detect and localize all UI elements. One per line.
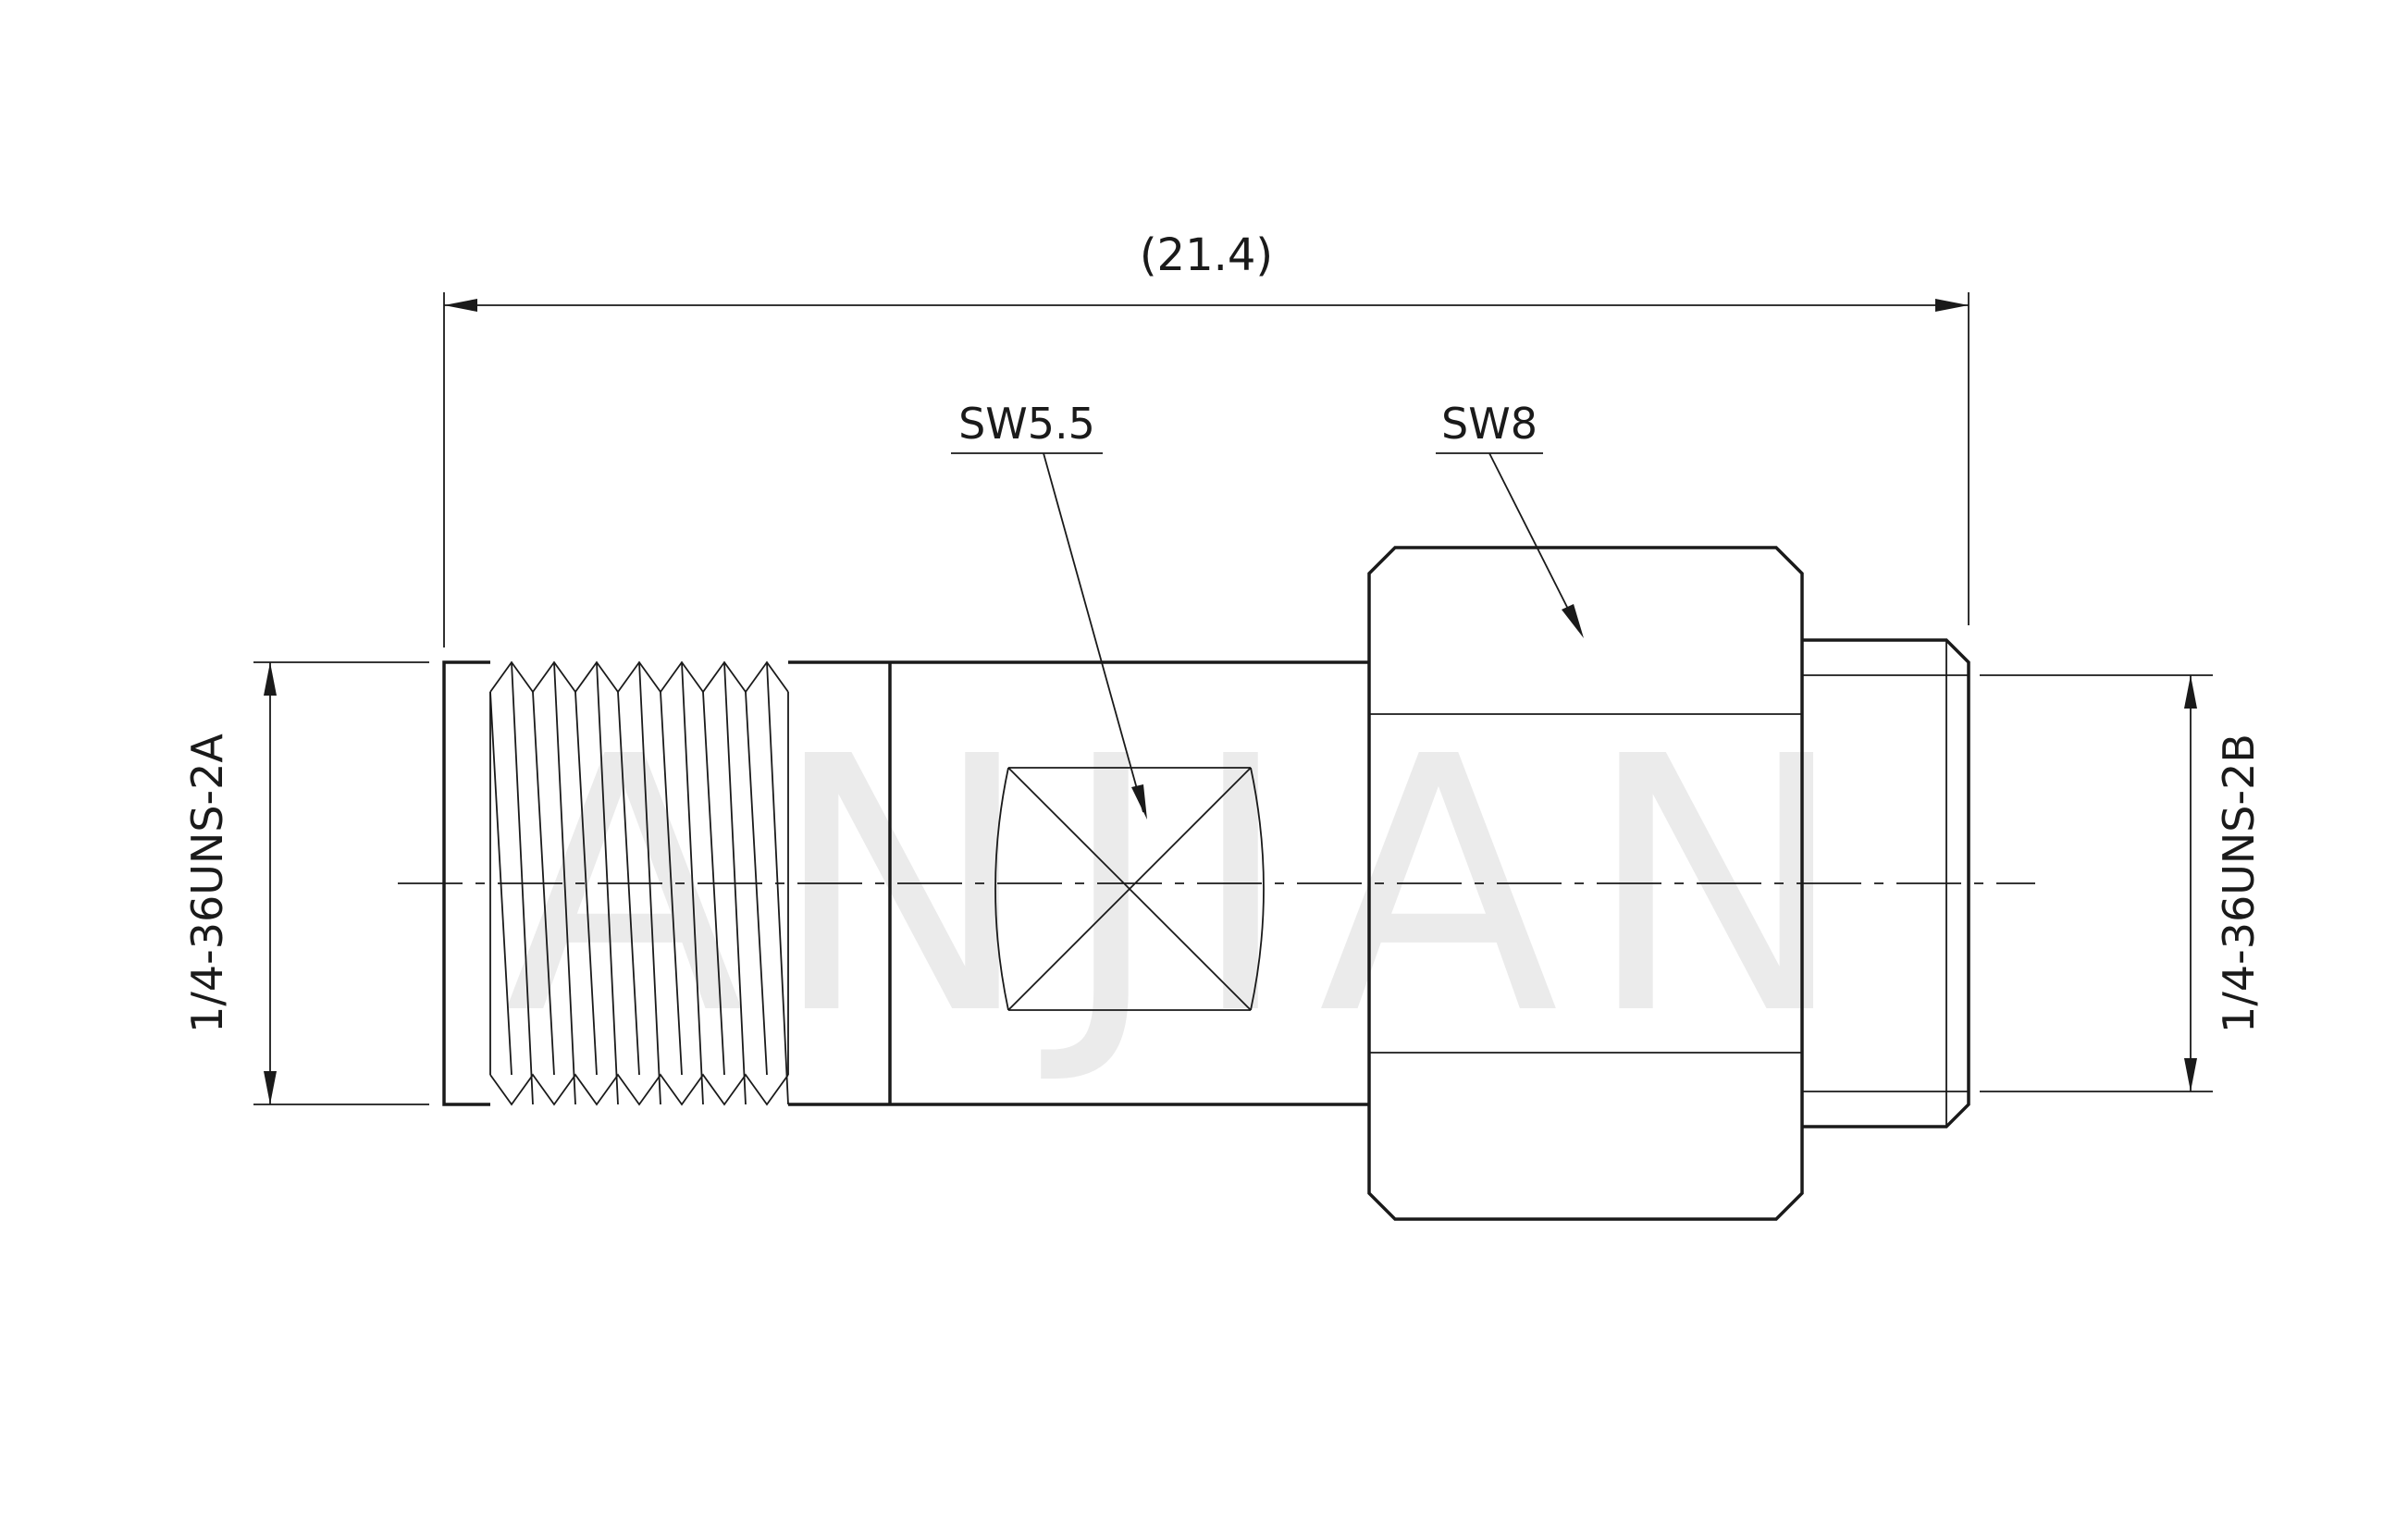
overall-dimension: (21.4) [443, 229, 1970, 647]
thread-boundaries [489, 692, 789, 1075]
female-connector-body [442, 660, 890, 1106]
right-thread-dimension: 1/4-36UNS-2B [1980, 674, 2264, 1092]
arrowhead-top [264, 662, 277, 696]
sw55-label: SW5.5 [958, 399, 1095, 449]
left-end-cap [442, 660, 490, 1106]
hex-facet-lines [1369, 713, 1802, 1054]
left-thread-dimension: 1/4-36UNS-2A [182, 661, 429, 1105]
sw8-leader-line [1488, 452, 1580, 632]
sw55-callout: SW5.5 [951, 399, 1147, 820]
sw55-leader-arrowhead [1131, 784, 1147, 820]
arrowhead-bottom [264, 1071, 277, 1104]
flat-edges [1008, 767, 1251, 1011]
arrowhead-left [444, 299, 477, 312]
barrel-neck [788, 660, 890, 1106]
thread-flank-lines [489, 661, 789, 1105]
flat-diagonals [1007, 767, 1252, 1011]
sw8-callout: SW8 [1436, 399, 1584, 638]
arrowhead-right [1935, 299, 1969, 312]
flat-curved-sides [994, 767, 1265, 1011]
extension-lines [1980, 674, 2213, 1092]
left-thread-spec-label: 1/4-36UNS-2A [182, 734, 232, 1033]
body-outline [888, 660, 1369, 1106]
male-outline [1802, 638, 1970, 1128]
middle-body [888, 660, 1369, 1106]
hex-outline [1367, 546, 1804, 1221]
arrowhead-top [2184, 675, 2197, 709]
male-thread-section [1802, 638, 1970, 1128]
sw8-leader-arrowhead [1562, 604, 1584, 638]
overall-dimension-label: (21.4) [1140, 229, 1273, 281]
sw8-label: SW8 [1441, 399, 1537, 449]
thread-profile-bottom [489, 1073, 789, 1106]
thread-minor-diameter-lines [1802, 674, 1969, 1092]
extension-lines [253, 661, 429, 1105]
arrowhead-bottom [2184, 1058, 2197, 1091]
right-thread-spec-label: 1/4-36UNS-2B [2214, 734, 2264, 1033]
sw55-leader-line [1043, 452, 1144, 813]
hex-section [1367, 546, 1804, 1221]
watermark-text: ANJIAN [504, 682, 1874, 1091]
